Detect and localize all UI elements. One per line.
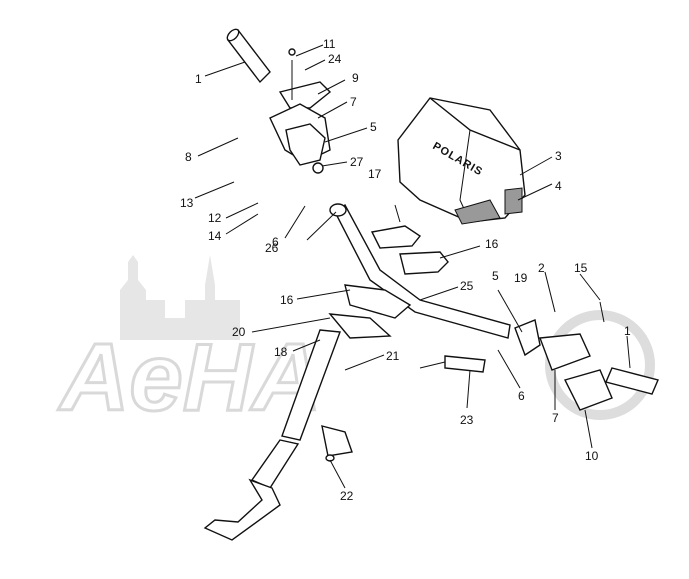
callout-18: 18 (274, 345, 288, 359)
callout-14: 14 (208, 229, 222, 243)
callout-1-right-grip: 1 (624, 324, 631, 338)
callout-labels: 1 1 2 3 4 5 5 6 6 7 7 8 9 10 11 12 13 14… (180, 37, 631, 503)
callout-17: 17 (368, 167, 382, 181)
callout-26: 26 (265, 241, 279, 255)
callout-11: 11 (323, 37, 336, 51)
callout-13: 13 (180, 196, 194, 210)
callout-2: 2 (538, 261, 545, 275)
callout-21: 21 (386, 349, 400, 363)
callout-7-right: 7 (552, 411, 559, 425)
left-control-housing (269, 48, 332, 174)
callout-27: 27 (350, 155, 364, 169)
callout-7-left: 7 (350, 95, 357, 109)
callout-1-left-grip: 1 (195, 72, 202, 86)
right-control-housing (514, 301, 659, 411)
callout-9: 9 (352, 71, 359, 85)
leader-lines (194, 44, 631, 489)
callout-8: 8 (185, 150, 192, 164)
watermark-castle-icon (120, 255, 240, 340)
callout-5-right: 5 (492, 269, 499, 283)
hood-assembly: POLARIS (397, 97, 526, 225)
steering-post (203, 313, 392, 541)
watermark: AeHA (57, 255, 655, 433)
callout-16-upper: 16 (485, 237, 499, 251)
callout-20: 20 (232, 325, 246, 339)
callout-25: 25 (460, 279, 474, 293)
watermark-text: AeHA (58, 324, 321, 431)
callout-3: 3 (555, 149, 562, 163)
callout-6-left: 6 (272, 235, 279, 249)
left-grip (226, 28, 271, 84)
callout-15: 15 (574, 261, 588, 275)
callout-10: 10 (585, 449, 599, 463)
callout-22: 22 (340, 489, 354, 503)
callout-4: 4 (555, 179, 562, 193)
callout-19: 19 (514, 271, 528, 285)
callout-12: 12 (208, 211, 222, 225)
throttle-cable (419, 355, 486, 373)
callout-24: 24 (328, 52, 342, 66)
callout-6-right: 6 (518, 389, 525, 403)
callout-23: 23 (460, 413, 474, 427)
callout-5-left: 5 (370, 120, 377, 134)
handlebar-clamps (344, 204, 449, 319)
callout-16-lower: 16 (280, 293, 294, 307)
